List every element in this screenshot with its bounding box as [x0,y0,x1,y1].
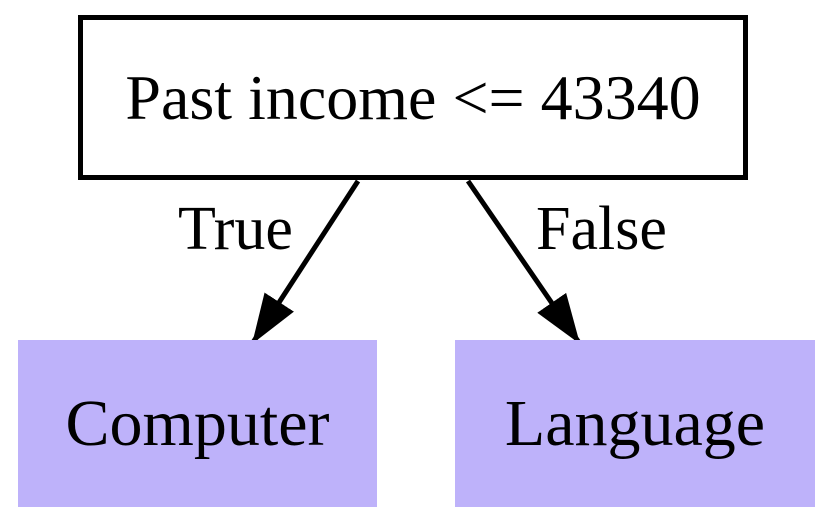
leaf-node-language: Language [455,340,815,507]
edge-label-false: False [536,195,667,263]
leaf-node-language-label: Language [504,386,766,460]
leaf-node-computer: Computer [18,340,377,507]
leaf-node-computer-label: Computer [65,386,330,460]
root-node-label: Past income <= 43340 [125,61,701,133]
edge-label-true: True [178,195,293,263]
root-node: Past income <= 43340 [78,15,748,180]
